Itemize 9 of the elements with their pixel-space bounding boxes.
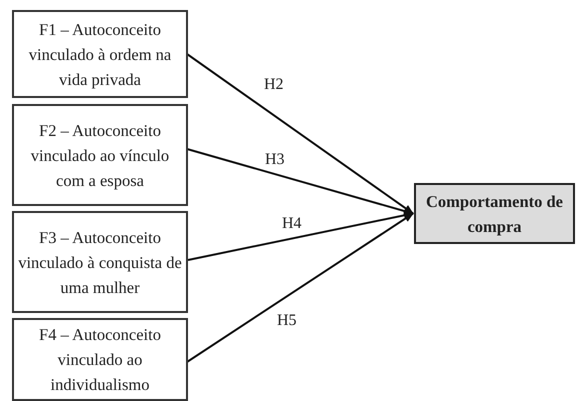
arrow: [186, 212, 414, 363]
factor-box: F3 – Autoconceito vinculado à conquista de uma mulher: [12, 211, 188, 313]
factor-box: F4 – Autoconceito vinculado ao individualismo: [12, 318, 188, 401]
arrow: [188, 211, 414, 261]
arrow: [186, 53, 414, 214]
factor-box: F1 – Autoconceito vinculado à ordem na vida privada: [12, 10, 188, 98]
factor-box: F2 – Autoconceito vinculado ao vínculo com a esposa: [12, 104, 188, 206]
outcome-box: Comportamento de compra: [414, 183, 575, 244]
arrow: [186, 148, 414, 215]
